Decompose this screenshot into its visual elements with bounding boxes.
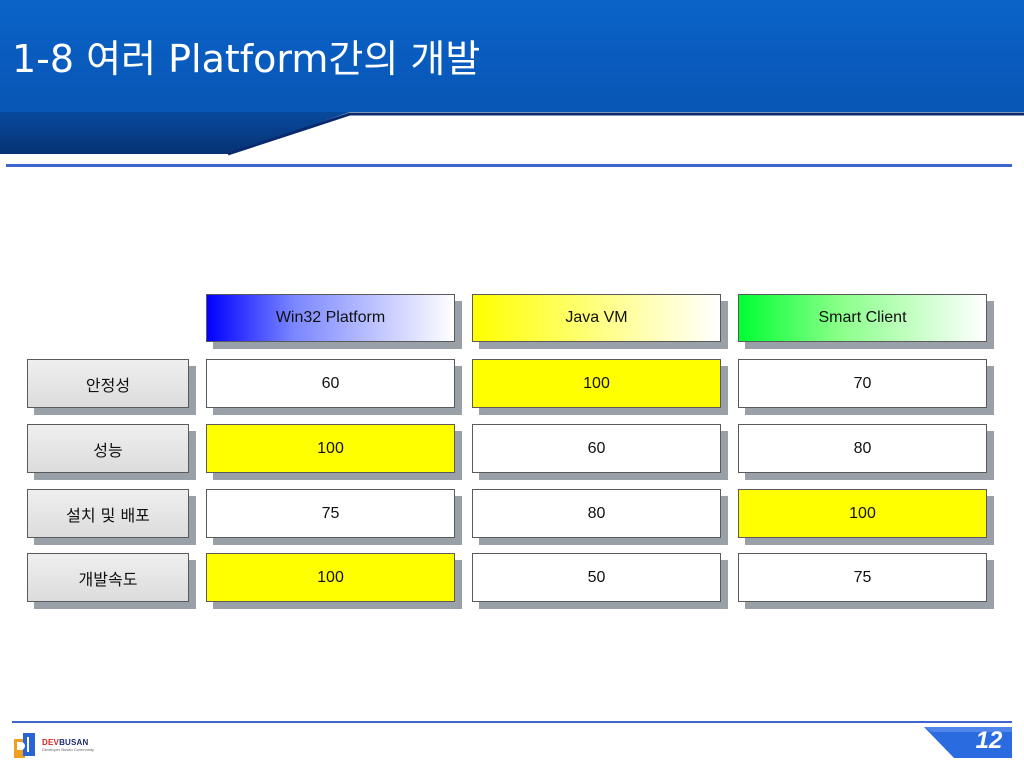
logo-name-dev: DEV (42, 737, 60, 747)
column-header-win32: Win32 Platform (206, 294, 455, 342)
row-label-stability: 안정성 (27, 359, 189, 408)
column-header-java-vm: Java VM (472, 294, 721, 342)
logo-name: DEVBUSAN (42, 737, 94, 747)
column-header-smart-client: Smart Client (738, 294, 987, 342)
table-cell: 75 (206, 489, 455, 538)
table-cell: 100 (206, 553, 455, 602)
cell-value: 100 (317, 439, 344, 457)
table-cell: 100 (738, 489, 987, 538)
row-label-text: 설치 및 배포 (66, 505, 150, 525)
logo-tagline: Developer Busan Community (42, 746, 95, 752)
table-cell: 100 (206, 424, 455, 473)
row-label-text: 안정성 (85, 375, 131, 395)
column-header-label: Java VM (565, 309, 628, 326)
logo-name-city: BUSAN (59, 737, 89, 747)
column-header-label: Win32 Platform (275, 309, 386, 326)
table-cell: 100 (472, 359, 721, 408)
table-cell: 80 (472, 489, 721, 538)
devbusan-logo-icon (14, 733, 35, 758)
cell-value: 100 (849, 504, 876, 522)
table-cell: 75 (738, 553, 987, 602)
cell-value: 70 (853, 374, 872, 392)
table-cell: 60 (206, 359, 455, 408)
title-divider (6, 164, 1012, 167)
cell-value: 60 (321, 374, 340, 392)
cell-value: 100 (583, 374, 610, 392)
devbusan-logo: DEVBUSAN Developer Busan Community (14, 730, 94, 760)
cell-value: 100 (317, 568, 344, 586)
row-label-text: 개발속도 (78, 569, 138, 589)
table-cell: 50 (472, 553, 721, 602)
row-label-performance: 성능 (27, 424, 189, 473)
page-number-tab (924, 727, 1012, 758)
cell-value: 60 (587, 439, 606, 457)
row-label-text: 성능 (93, 440, 123, 460)
slide-title: 1-8 여러 Platform간의 개발 (12, 37, 481, 81)
page-number: 12 (975, 727, 1003, 754)
table-cell: 60 (472, 424, 721, 473)
cell-value: 75 (853, 568, 872, 586)
cell-value: 50 (587, 568, 606, 586)
header-band (0, 0, 1024, 156)
cell-value: 80 (853, 439, 872, 457)
column-header-label: Smart Client (818, 309, 907, 326)
table-cell: 80 (738, 424, 987, 473)
cell-value: 75 (321, 504, 340, 522)
footer-divider (12, 721, 1012, 723)
row-label-install-deploy: 설치 및 배포 (27, 489, 189, 538)
row-label-dev-speed: 개발속도 (27, 553, 189, 602)
table-cell: 70 (738, 359, 987, 408)
cell-value: 80 (587, 504, 606, 522)
